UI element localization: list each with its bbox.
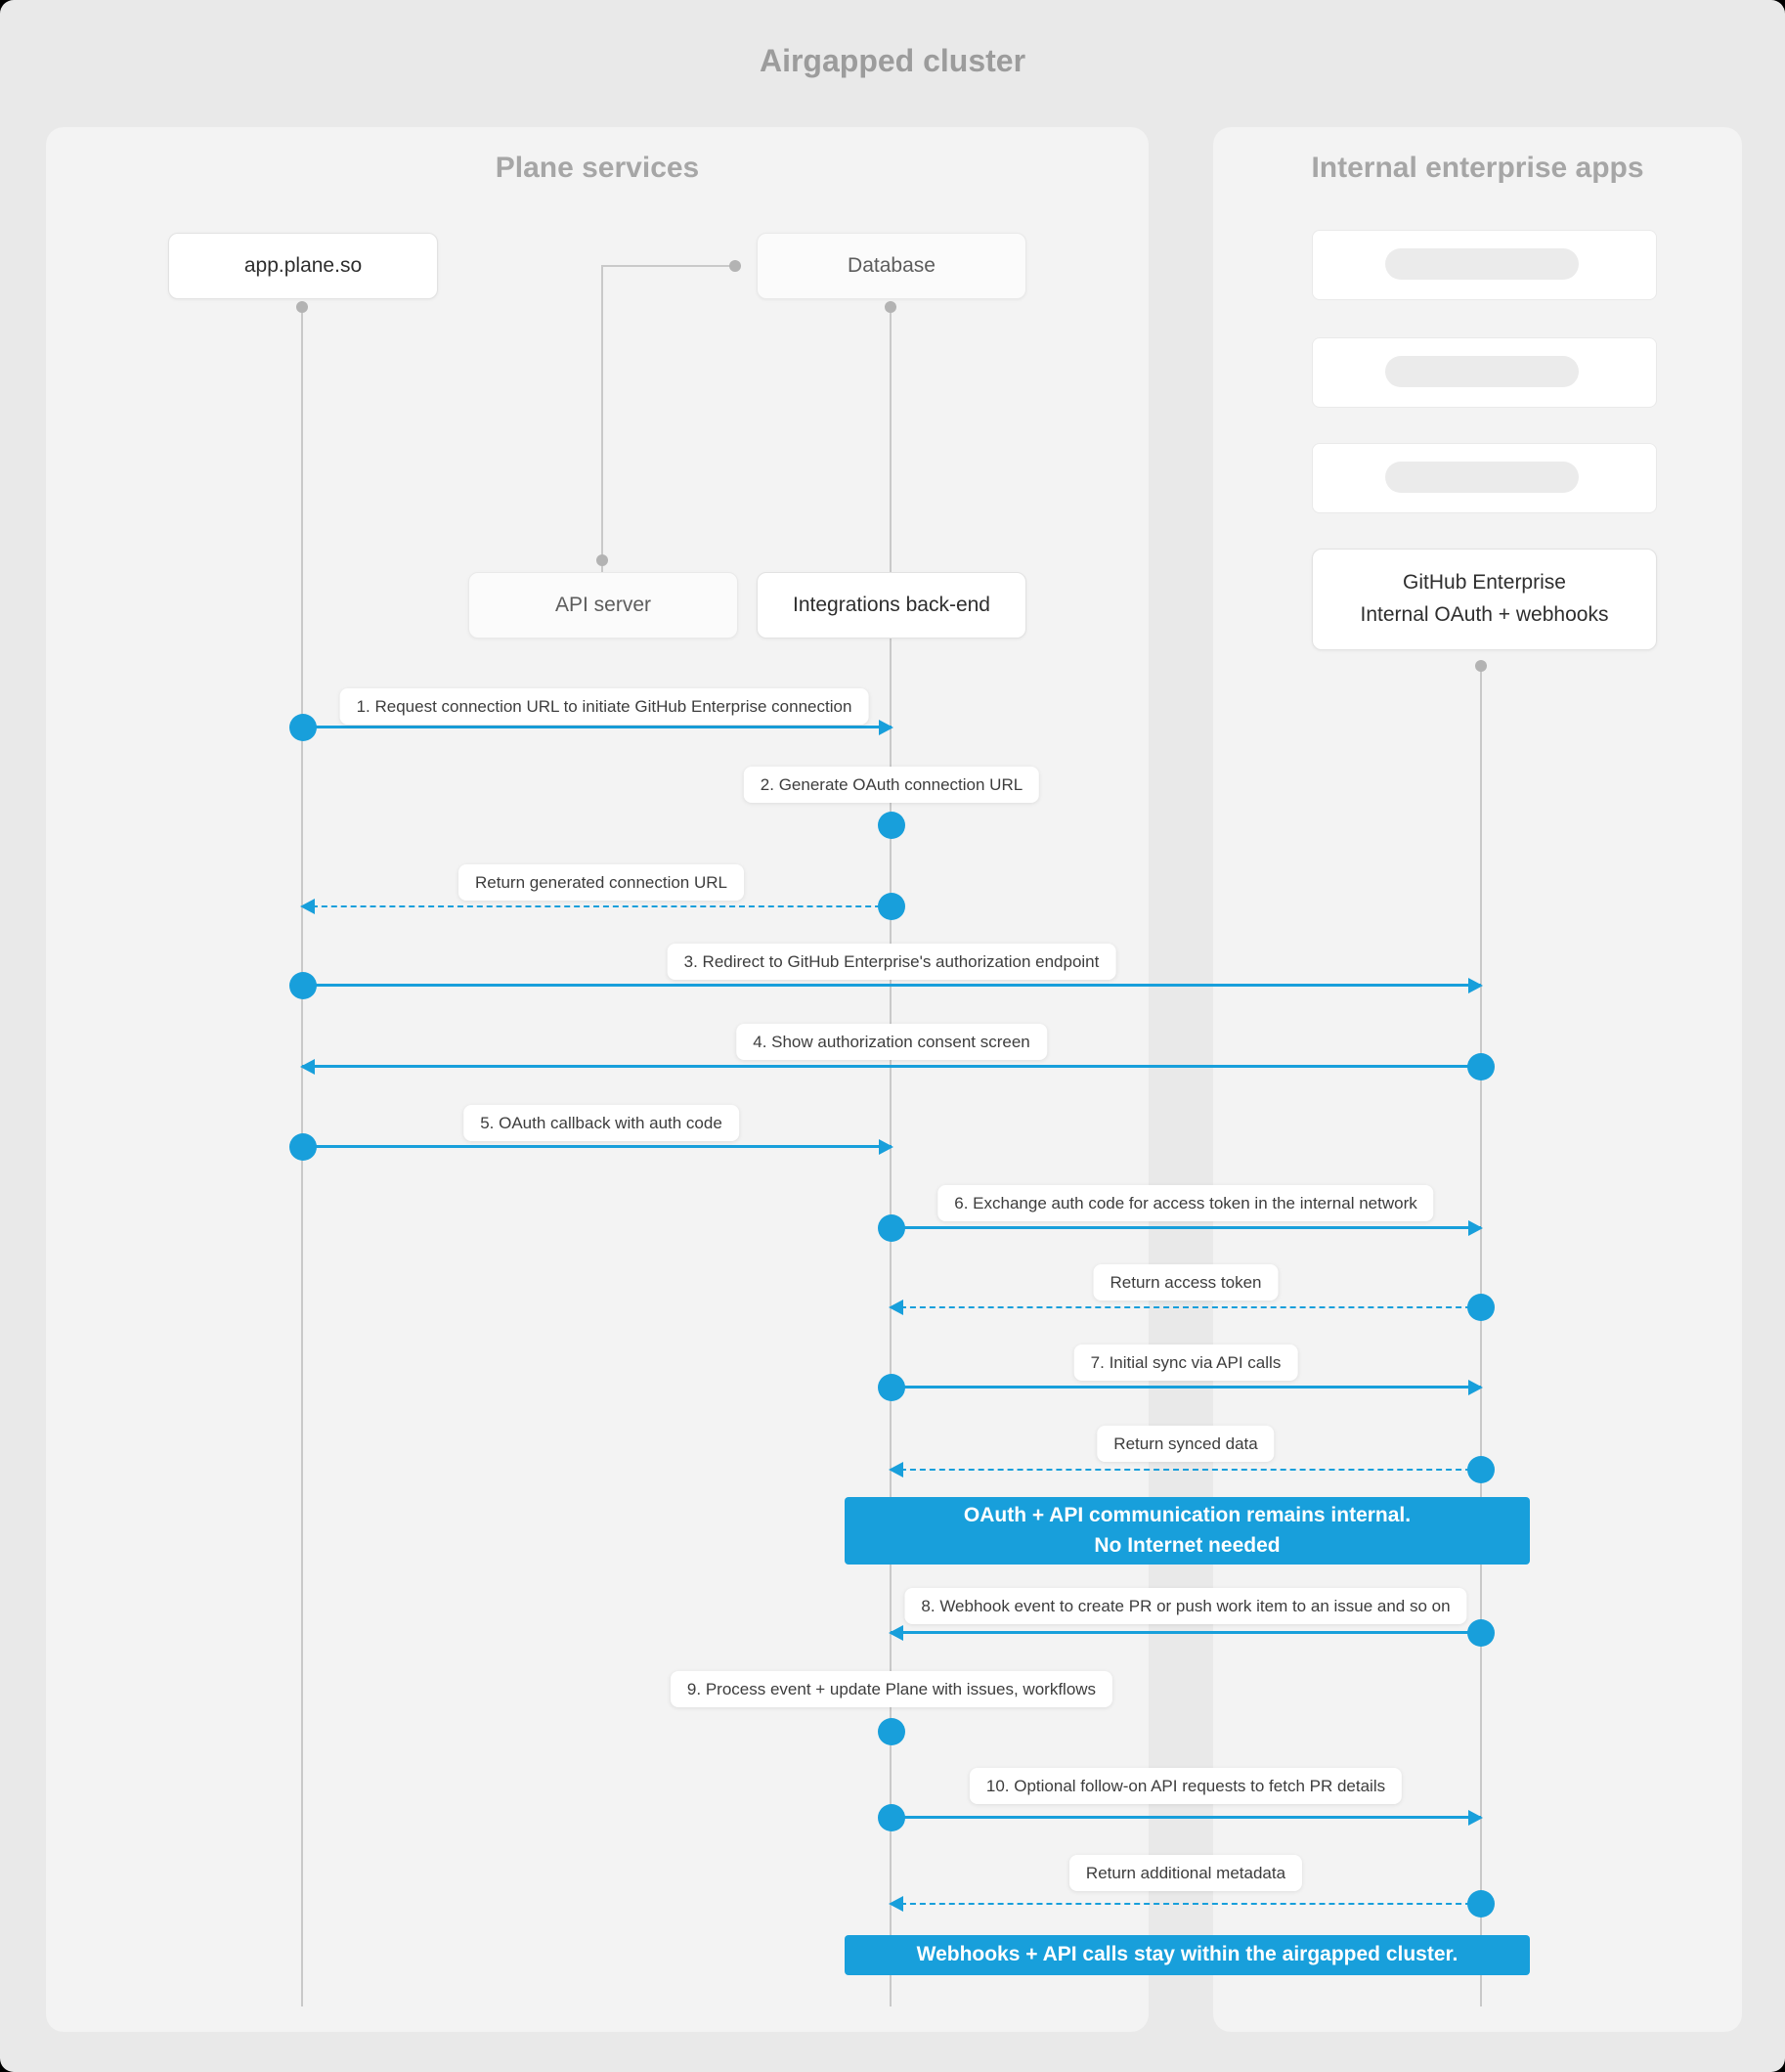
- lifeline-database: [890, 313, 892, 572]
- page-title: Airgapped cluster: [759, 43, 1026, 78]
- arrowhead-left-icon: [300, 1059, 315, 1075]
- arrowhead-left-icon: [889, 1896, 903, 1912]
- node-github-line2: Internal OAuth + webhooks: [1360, 603, 1609, 626]
- arrowhead-right-icon: [879, 720, 893, 735]
- node-app-plane: app.plane.so: [168, 233, 438, 299]
- panel-plane-services: [46, 127, 1149, 2032]
- message-4-origin-dot: [289, 972, 317, 999]
- message-8-origin-dot: [1467, 1294, 1495, 1321]
- banner-internal-line1: OAuth + API communication remains intern…: [963, 1504, 1412, 1527]
- arrowhead-right-icon: [1468, 1810, 1483, 1826]
- message-12-label: 9. Process event + update Plane with iss…: [670, 1671, 1113, 1707]
- lifeline-integrations: [890, 637, 892, 2006]
- message-7-origin-dot: [878, 1214, 905, 1242]
- banner-internal-communication: OAuth + API communication remains intern…: [845, 1497, 1530, 1565]
- message-13-arrow: [891, 1810, 1483, 1826]
- arrowhead-left-icon: [300, 899, 315, 914]
- connector-dot-api-server: [596, 554, 608, 566]
- connector-api-server-vertical: [601, 265, 603, 572]
- placeholder-pill-2: [1385, 356, 1579, 387]
- message-7-label: 6. Exchange auth code for access token i…: [937, 1185, 1434, 1221]
- message-5-arrow: [300, 1059, 1481, 1075]
- message-6-label: 5. OAuth callback with auth code: [463, 1105, 739, 1141]
- message-10-arrow: [889, 1462, 1481, 1477]
- message-2-label: 2. Generate OAuth connection URL: [743, 767, 1040, 803]
- lifeline-dot-database: [885, 301, 896, 313]
- message-14-arrow: [889, 1896, 1481, 1912]
- message-8-label: Return access token: [1093, 1264, 1279, 1301]
- node-github-line1: GitHub Enterprise: [1403, 571, 1566, 595]
- arrowhead-right-icon: [879, 1139, 893, 1155]
- message-1-origin-dot: [289, 714, 317, 741]
- message-11-label: 8. Webhook event to create PR or push wo…: [904, 1588, 1467, 1624]
- message-12-origin-dot: [878, 1718, 905, 1745]
- message-5-origin-dot: [1467, 1053, 1495, 1080]
- panel-title-internal-apps: Internal enterprise apps: [1311, 152, 1644, 184]
- message-2-origin-dot: [878, 812, 905, 839]
- message-4-label: 3. Redirect to GitHub Enterprise's autho…: [667, 944, 1116, 980]
- banner-airgapped-text: Webhooks + API calls stay within the air…: [916, 1943, 1458, 1966]
- banner-internal-line2: No Internet needed: [1094, 1533, 1281, 1557]
- message-1-label: 1. Request connection URL to initiate Gi…: [339, 688, 869, 725]
- lifeline-dot-app-plane: [296, 301, 308, 313]
- message-6-arrow: [302, 1139, 893, 1155]
- message-14-origin-dot: [1467, 1890, 1495, 1918]
- arrowhead-right-icon: [1468, 1220, 1483, 1236]
- connector-api-server-horizontal: [602, 265, 735, 267]
- message-13-origin-dot: [878, 1804, 905, 1831]
- message-9-label: 7. Initial sync via API calls: [1073, 1345, 1298, 1381]
- arrowhead-left-icon: [889, 1625, 903, 1641]
- message-11-arrow: [889, 1625, 1481, 1641]
- message-7-arrow: [891, 1220, 1483, 1236]
- node-api-server: API server: [468, 572, 738, 639]
- arrowhead-right-icon: [1468, 978, 1483, 993]
- lifeline-dot-github: [1475, 660, 1487, 672]
- message-3-origin-dot: [878, 893, 905, 920]
- message-9-origin-dot: [878, 1374, 905, 1401]
- message-3-label: Return generated connection URL: [458, 864, 744, 901]
- panel-title-plane-services: Plane services: [495, 152, 700, 184]
- arrowhead-right-icon: [1468, 1380, 1483, 1395]
- placeholder-pill-3: [1385, 462, 1579, 493]
- node-integrations-backend: Integrations back-end: [757, 572, 1026, 639]
- arrowhead-left-icon: [889, 1462, 903, 1477]
- banner-airgapped: Webhooks + API calls stay within the air…: [845, 1935, 1530, 1975]
- connector-dot-near-database: [729, 260, 741, 272]
- message-10-origin-dot: [1467, 1456, 1495, 1483]
- placeholder-pill-1: [1385, 248, 1579, 280]
- message-1-arrow: [302, 720, 893, 735]
- message-8-arrow: [889, 1300, 1481, 1315]
- message-13-label: 10. Optional follow-on API requests to f…: [969, 1768, 1403, 1804]
- message-6-origin-dot: [289, 1133, 317, 1161]
- lifeline-github: [1480, 666, 1482, 2006]
- message-14-label: Return additional metadata: [1068, 1855, 1303, 1891]
- message-3-arrow: [300, 899, 891, 914]
- node-github-enterprise: GitHub Enterprise Internal OAuth + webho…: [1312, 549, 1657, 650]
- message-5-label: 4. Show authorization consent screen: [736, 1024, 1047, 1060]
- node-database: Database: [757, 233, 1026, 299]
- message-9-arrow: [891, 1380, 1483, 1395]
- message-10-label: Return synced data: [1097, 1426, 1275, 1462]
- message-4-arrow: [302, 978, 1483, 993]
- message-11-origin-dot: [1467, 1619, 1495, 1647]
- arrowhead-left-icon: [889, 1300, 903, 1315]
